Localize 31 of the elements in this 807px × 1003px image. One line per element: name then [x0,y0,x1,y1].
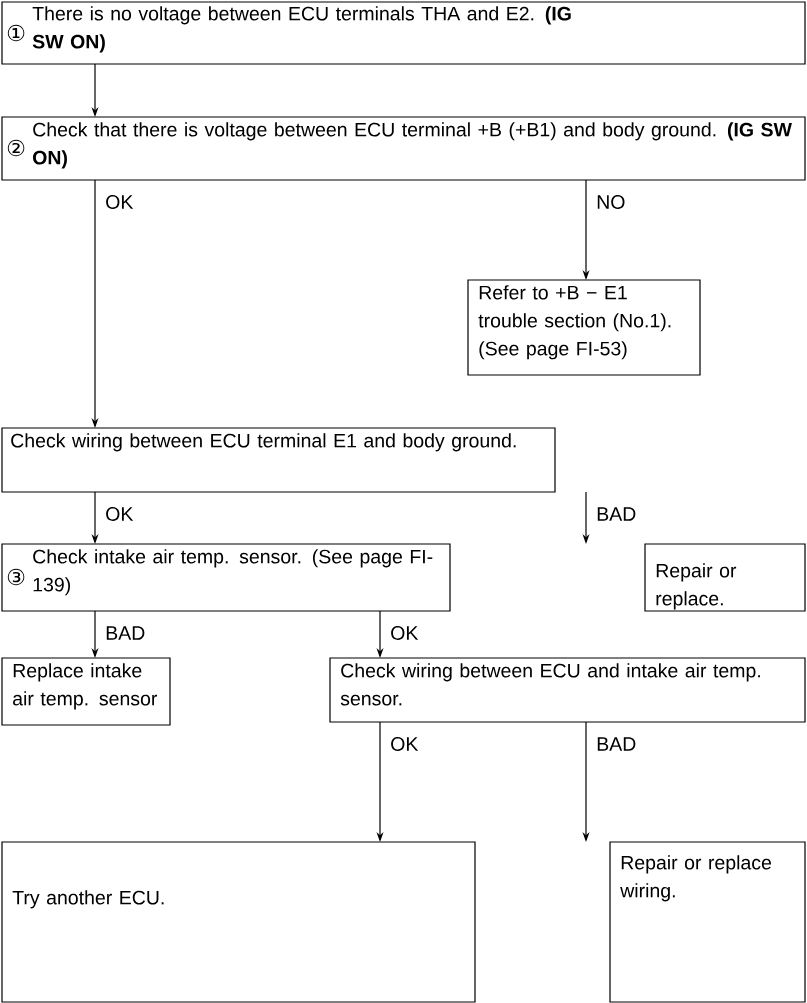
edge-label: NO [597,195,625,209]
box-text: Try another ECU. [12,890,164,909]
box-text: Check wiring between ECU and intake air temp. sensor. [340,663,760,706]
process-box [1,116,806,181]
edge-label: BAD [597,507,636,521]
process-box [644,543,806,612]
process-box [467,279,701,376]
edge-label: BAD [106,626,145,640]
box-text: Repair or replace wiring. [620,855,772,902]
circled-number: ① [7,24,25,42]
process-box [1,657,171,726]
process-box [1,841,476,1003]
process-box [609,841,806,1003]
edge-label: OK [106,507,134,521]
edge-label: OK [391,626,419,640]
box-text: Check wiring between ECU terminal E1 and body ground. [11,433,516,452]
process-box [1,1,806,65]
process-box [1,427,556,493]
circled-number: ② [7,139,25,157]
edge-label: OK [106,195,134,209]
box-text: Check intake air temp. sensor. (See page FI-139) [33,549,433,596]
edge-label: OK [391,737,419,751]
box-text: There is no voltage between ECU terminals THA and E2. (IG SW ON) [32,6,571,53]
box-text: Check that there is voltage between ECU terminal +B (+B1) and body ground. (IG SW ON) [33,122,792,169]
edge-label: BAD [597,737,636,751]
box-text: Refer to +B − E1 trouble section (No.1). (See page FI-53) [478,285,671,360]
process-box [329,657,806,723]
circled-number: ③ [7,568,25,586]
box-text: Repair or replace. [656,563,737,610]
process-box [1,543,451,612]
box-text: Replace intake air temp. sensor [13,663,158,710]
